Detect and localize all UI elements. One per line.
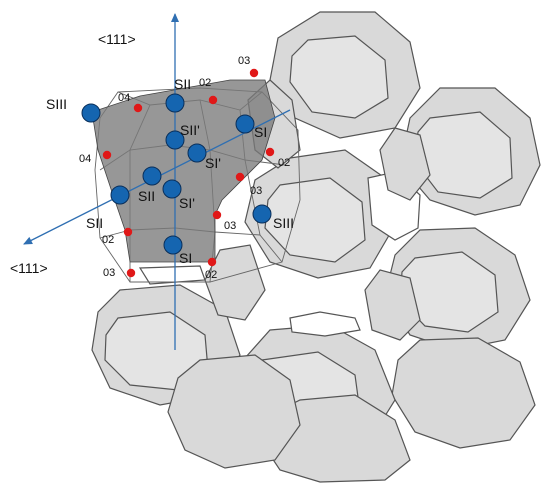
cage-middle-bottom bbox=[167, 354, 301, 469]
blue-site bbox=[165, 130, 185, 150]
red-site-label: 03 bbox=[250, 185, 262, 197]
red-site-label: 02 bbox=[205, 269, 217, 281]
blue-site-label: SII bbox=[174, 76, 191, 92]
blue-site bbox=[252, 204, 272, 224]
blue-site-label: SI' bbox=[205, 155, 221, 171]
prism-3 bbox=[364, 269, 421, 341]
blue-site-label: SII' bbox=[180, 122, 200, 138]
red-site bbox=[102, 150, 112, 160]
blue-site-labels: SIII SII SII' SI SI' SII SI' SII SI SIII bbox=[46, 76, 294, 266]
red-site bbox=[235, 172, 245, 182]
red-site bbox=[212, 210, 222, 220]
blue-site-label: SI bbox=[254, 124, 267, 140]
red-site bbox=[126, 268, 136, 278]
axis-label-vertical: <111> bbox=[98, 31, 136, 47]
blue-site bbox=[110, 185, 130, 205]
blue-site bbox=[165, 93, 185, 113]
shaded-plane bbox=[91, 79, 276, 263]
blue-site bbox=[235, 114, 255, 134]
pore-opening-left bbox=[138, 265, 206, 285]
red-site bbox=[207, 257, 217, 267]
blue-site-label: SI' bbox=[179, 195, 195, 211]
red-site-label: 02 bbox=[199, 77, 211, 89]
cage-bottom-right bbox=[391, 337, 536, 449]
blue-site-label: SI bbox=[179, 250, 192, 266]
blue-site-label: SIII bbox=[273, 215, 294, 231]
blue-site bbox=[81, 103, 101, 123]
red-site-label: 02 bbox=[278, 157, 290, 169]
blue-site-label: SII bbox=[138, 188, 155, 204]
red-site bbox=[249, 68, 259, 78]
blue-site bbox=[163, 235, 183, 255]
red-site-labels: 03 02 04 04 02 03 02 03 03 02 bbox=[79, 55, 290, 281]
blue-site bbox=[162, 179, 182, 199]
red-site-label: 03 bbox=[103, 267, 115, 279]
red-site-label: 04 bbox=[118, 92, 130, 104]
axis-label-diagonal: <111> bbox=[10, 260, 48, 276]
red-site-label: 03 bbox=[224, 220, 236, 232]
blue-site-label: SIII bbox=[46, 96, 67, 112]
cage-top-right-face bbox=[289, 35, 389, 119]
red-sites bbox=[102, 68, 275, 278]
red-site-label: 03 bbox=[238, 55, 250, 67]
red-site-label: 02 bbox=[102, 234, 114, 246]
red-site bbox=[133, 103, 143, 113]
blue-site bbox=[142, 166, 162, 186]
prism-2 bbox=[379, 127, 431, 201]
red-site bbox=[123, 227, 133, 237]
blue-sites bbox=[81, 93, 272, 255]
blue-site bbox=[187, 143, 207, 163]
red-site bbox=[265, 147, 275, 157]
prism-4 bbox=[204, 244, 266, 321]
red-site bbox=[208, 95, 218, 105]
red-site-label: 04 bbox=[79, 153, 91, 165]
blue-site-label: SII bbox=[86, 215, 103, 231]
pore-opening-center bbox=[289, 311, 361, 337]
cage-framework bbox=[91, 11, 541, 483]
